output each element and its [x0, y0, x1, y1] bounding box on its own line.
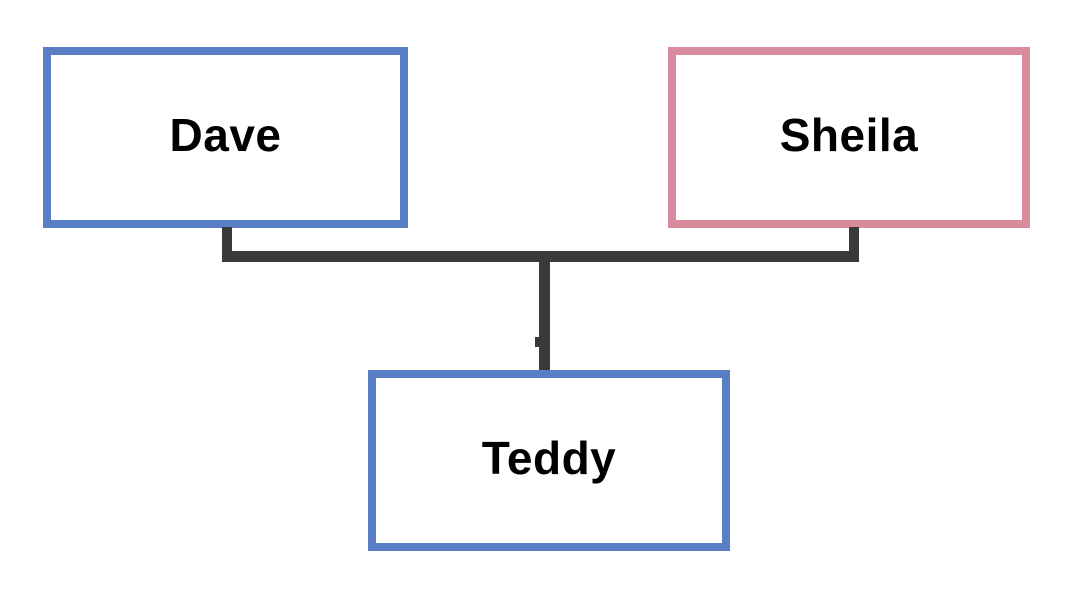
connector-notch-artifact — [535, 337, 541, 347]
connector-sheila-stub — [849, 227, 859, 257]
node-teddy-label: Teddy — [481, 431, 617, 484]
node-teddy: Teddy — [368, 370, 730, 551]
node-dave: Dave — [43, 47, 408, 228]
connector-dave-stub — [222, 227, 232, 257]
node-sheila: Sheila — [668, 47, 1030, 228]
node-dave-label: Dave — [169, 108, 282, 161]
connector-child-drop — [539, 251, 550, 370]
node-sheila-label: Sheila — [779, 108, 919, 161]
